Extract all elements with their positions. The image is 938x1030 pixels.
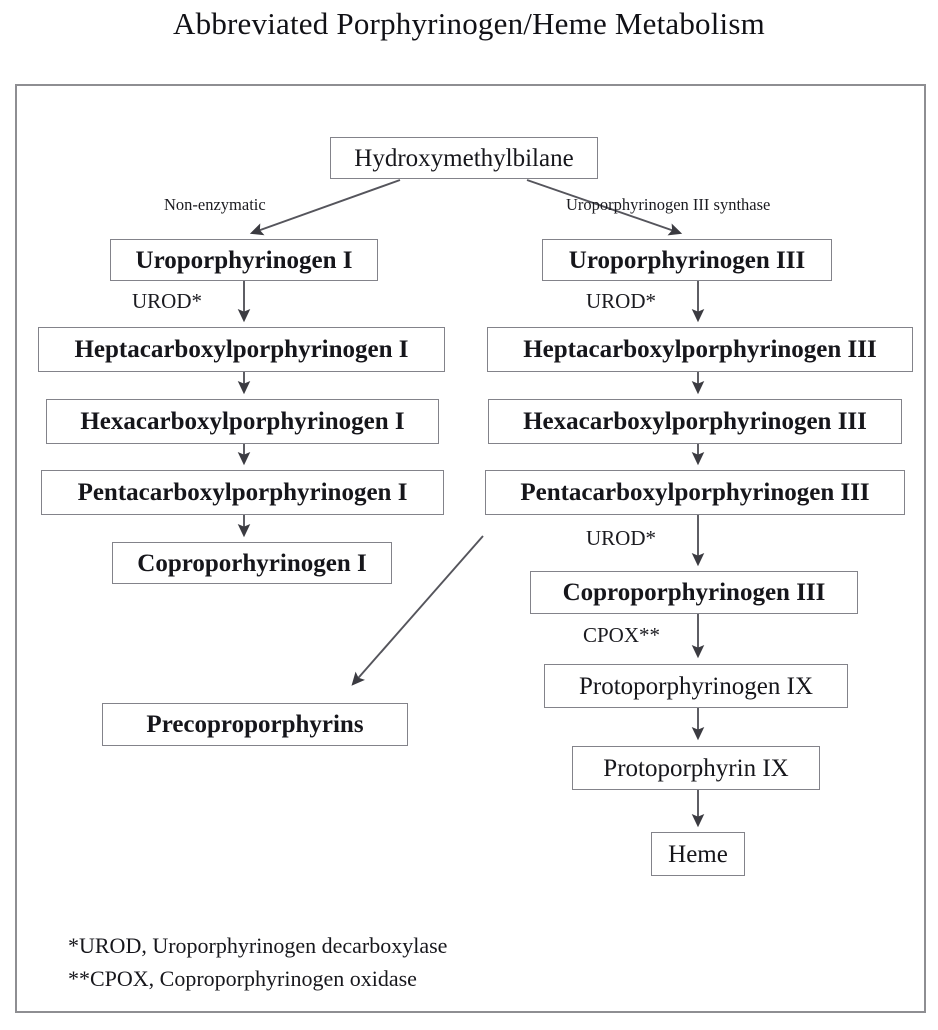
edge-label-urod-left: UROD*	[132, 289, 203, 313]
node-heptacarboxylporphyrinogen-iii[interactable]: Heptacarboxylporphyrinogen III	[487, 327, 913, 372]
node-heptacarboxylporphyrinogen-i[interactable]: Heptacarboxylporphyrinogen I	[38, 327, 445, 372]
node-label: Heme	[668, 840, 728, 868]
node-label: Pentacarboxylporphyrinogen III	[520, 479, 870, 506]
node-uroporphyrinogen-iii[interactable]: Uroporphyrinogen III	[542, 239, 832, 281]
node-heme[interactable]: Heme	[651, 832, 745, 876]
footnote-urod: *UROD, Uroporphyrinogen decarboxylase	[68, 933, 448, 958]
edge-label-urod-right-lower: UROD*	[586, 526, 657, 550]
node-hydroxymethylbilane[interactable]: Hydroxymethylbilane	[330, 137, 598, 179]
node-label: Hexacarboxylporphyrinogen I	[80, 408, 405, 435]
edge-label-urod-right-upper: UROD*	[586, 289, 657, 313]
node-label: Coproporphyrinogen III	[562, 579, 826, 606]
page-title: Abbreviated Porphyrinogen/Heme Metabolis…	[173, 6, 765, 41]
node-protoporphyrinogen-ix[interactable]: Protoporphyrinogen IX	[544, 664, 848, 708]
node-coproporphyrinogen-iii[interactable]: Coproporphyrinogen III	[530, 571, 858, 614]
node-label: Hexacarboxylporphyrinogen III	[523, 408, 867, 435]
node-hexacarboxylporphyrinogen-i[interactable]: Hexacarboxylporphyrinogen I	[46, 399, 439, 444]
node-label: Uroporphyrinogen III	[568, 246, 806, 274]
node-pentacarboxylporphyrinogen-iii[interactable]: Pentacarboxylporphyrinogen III	[485, 470, 905, 515]
edge-label-non-enzymatic: Non-enzymatic	[164, 195, 266, 214]
node-label: Protoporphyrinogen IX	[579, 672, 813, 700]
node-label: Coproporhyrinogen I	[137, 549, 367, 577]
node-pentacarboxylporphyrinogen-i[interactable]: Pentacarboxylporphyrinogen I	[41, 470, 444, 515]
node-label: Hydroxymethylbilane	[354, 144, 574, 172]
node-label: Precoproporphyrins	[146, 711, 364, 738]
node-label: Heptacarboxylporphyrinogen III	[523, 336, 877, 363]
edge-label-cpox: CPOX**	[583, 623, 661, 647]
node-label: Uroporphyrinogen I	[135, 246, 353, 274]
footnote-cpox: **CPOX, Coproporphyrinogen oxidase	[68, 966, 417, 991]
node-protoporphyrin-ix[interactable]: Protoporphyrin IX	[572, 746, 820, 790]
node-label: Pentacarboxylporphyrinogen I	[77, 479, 408, 506]
node-uroporphyrinogen-i[interactable]: Uroporphyrinogen I	[110, 239, 378, 281]
node-label: Protoporphyrin IX	[603, 754, 789, 782]
node-precoproporphyrins[interactable]: Precoproporphyrins	[102, 703, 408, 746]
node-label: Heptacarboxylporphyrinogen I	[74, 336, 409, 363]
node-coproporhyrinogen-i[interactable]: Coproporhyrinogen I	[112, 542, 392, 584]
edge-label-uroporphyrinogen-iii-synthase: Uroporphyrinogen III synthase	[566, 195, 771, 214]
node-hexacarboxylporphyrinogen-iii[interactable]: Hexacarboxylporphyrinogen III	[488, 399, 902, 444]
